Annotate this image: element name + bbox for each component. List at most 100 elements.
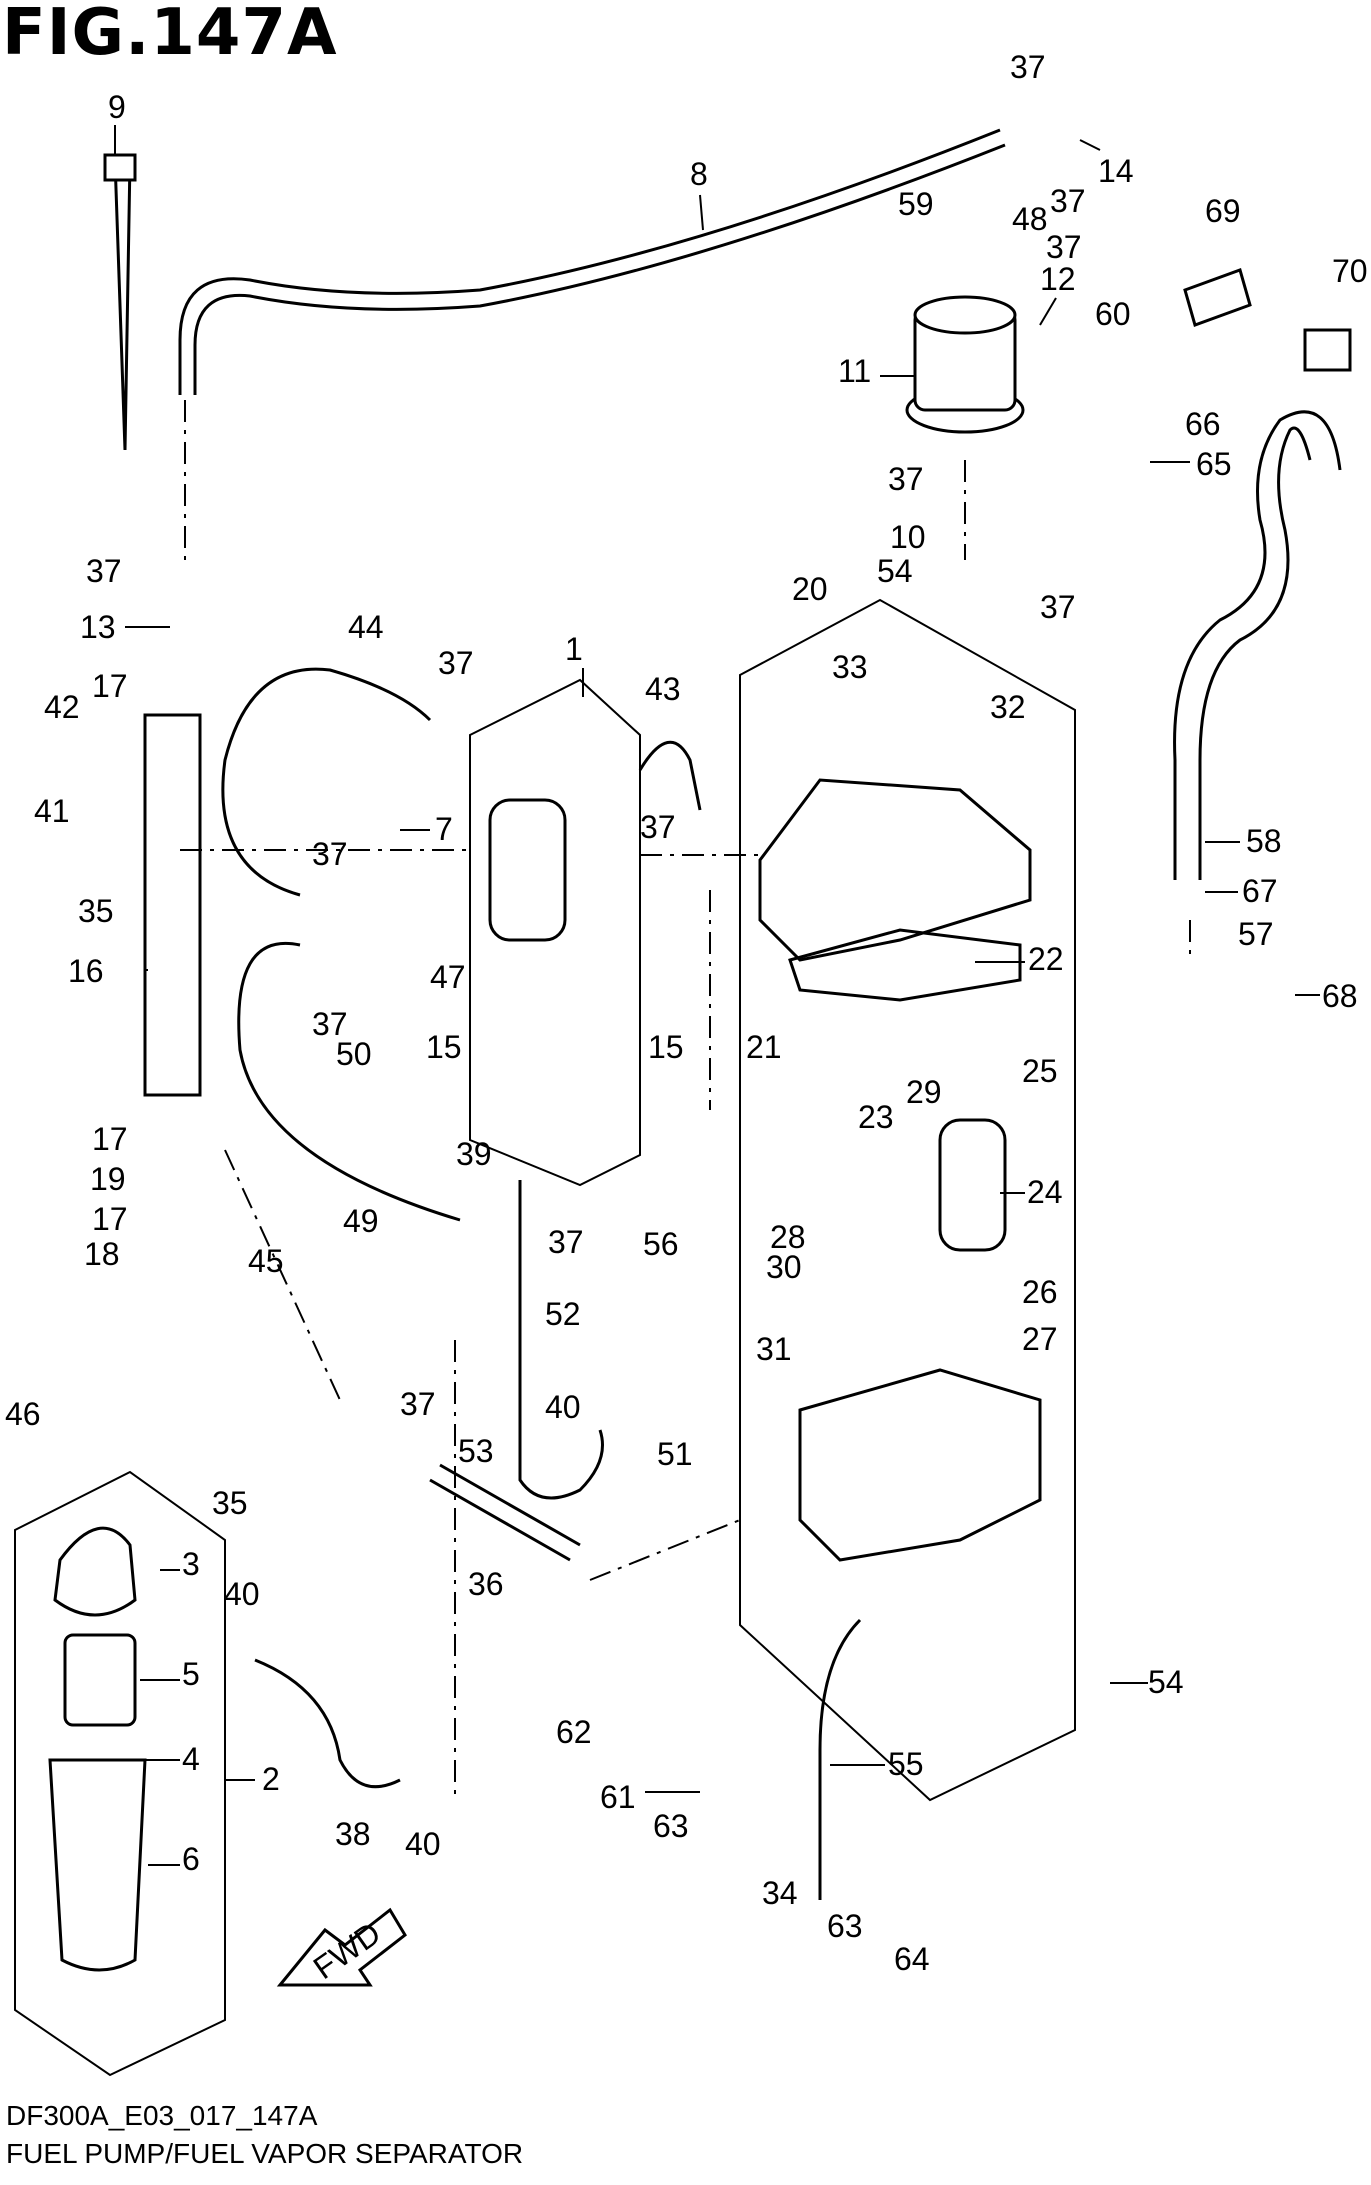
label-30: 30 <box>766 1249 802 1285</box>
gasket-22 <box>788 928 1022 1002</box>
hose-38 <box>254 1658 401 1789</box>
label-16: 16 <box>68 953 104 989</box>
part-labels: 1 2 3 4 5 6 7 8 9 10 11 12 13 14 15 15 1… <box>5 49 1368 1977</box>
label-70: 70 <box>1332 253 1368 289</box>
figure-title: FIG.147A <box>2 0 338 70</box>
label-50: 50 <box>336 1036 372 1072</box>
filter-assembly-box <box>14 1470 226 2077</box>
label-35a: 35 <box>78 893 114 929</box>
label-37l: 37 <box>400 1386 436 1422</box>
label-54b: 54 <box>1148 1664 1184 1700</box>
label-25: 25 <box>1022 1053 1058 1089</box>
label-42: 42 <box>44 689 80 725</box>
label-62: 62 <box>556 1714 592 1750</box>
label-40b: 40 <box>405 1826 441 1862</box>
label-65: 65 <box>1196 446 1232 482</box>
label-36: 36 <box>468 1566 504 1602</box>
label-21: 21 <box>746 1029 782 1065</box>
label-40a: 40 <box>224 1576 260 1612</box>
label-45: 45 <box>248 1243 284 1279</box>
label-37g: 37 <box>438 645 474 681</box>
label-33: 33 <box>832 649 868 685</box>
label-68: 68 <box>1322 978 1358 1014</box>
label-63a: 63 <box>653 1808 689 1844</box>
figure-caption: FUEL PUMP/FUEL VAPOR SEPARATOR <box>6 2138 524 2169</box>
connector-line-6 <box>589 1519 741 1581</box>
filter-head-3 <box>53 1526 137 1617</box>
label-57: 57 <box>1238 916 1274 952</box>
label-10: 10 <box>890 519 926 555</box>
fwd-arrow: FWD <box>276 1907 407 1987</box>
label-37h: 37 <box>312 836 348 872</box>
label-69: 69 <box>1205 193 1241 229</box>
cable-tie-9 <box>113 158 132 451</box>
hose-53 <box>518 1180 604 1500</box>
label-37d: 37 <box>888 461 924 497</box>
label-14: 14 <box>1098 153 1134 189</box>
label-12: 12 <box>1040 261 1076 297</box>
label-53: 53 <box>458 1433 494 1469</box>
label-37j: 37 <box>640 809 676 845</box>
label-18: 18 <box>84 1236 120 1272</box>
label-7: 7 <box>435 811 453 847</box>
label-40c: 40 <box>545 1389 581 1425</box>
label-60: 60 <box>1095 296 1131 332</box>
label-34: 34 <box>762 1875 798 1911</box>
bracket-16 <box>143 713 202 1097</box>
vapor-separator-box <box>739 598 1076 1802</box>
label-20: 20 <box>792 571 828 607</box>
label-41: 41 <box>34 793 70 829</box>
label-32: 32 <box>990 689 1026 725</box>
label-2: 2 <box>262 1761 280 1797</box>
label-6: 6 <box>182 1841 200 1877</box>
separator-head <box>758 778 1032 962</box>
label-44: 44 <box>348 609 384 645</box>
label-24: 24 <box>1027 1174 1063 1210</box>
label-46: 46 <box>5 1396 41 1432</box>
label-43: 43 <box>645 671 681 707</box>
label-31: 31 <box>756 1331 792 1367</box>
float-chamber <box>798 1368 1042 1562</box>
fuel-cooler-11-top <box>913 295 1017 335</box>
filter-cup-6 <box>48 1758 147 1972</box>
fwd-arrow-shape <box>276 1907 407 1987</box>
label-22: 22 <box>1028 941 1064 977</box>
figure-code: DF300A_E03_017_147A <box>6 2100 318 2131</box>
hose-58-inner <box>1198 426 1312 880</box>
label-9: 9 <box>108 89 126 125</box>
label-47: 47 <box>430 959 466 995</box>
label-52: 52 <box>545 1296 581 1332</box>
pump-assembly-box <box>469 678 641 1187</box>
label-64: 64 <box>894 1941 930 1977</box>
connector-line-4 <box>224 1149 341 1401</box>
hose-58 <box>1173 410 1342 880</box>
hose-8 <box>178 128 1001 395</box>
label-27: 27 <box>1022 1321 1058 1357</box>
label-66: 66 <box>1185 406 1221 442</box>
hose-36 <box>429 1478 571 1562</box>
label-37a: 37 <box>1010 49 1046 85</box>
label-63b: 63 <box>827 1908 863 1944</box>
label-5: 5 <box>182 1656 200 1692</box>
label-37f: 37 <box>86 553 122 589</box>
hose-36b <box>439 1463 581 1547</box>
label-35b: 35 <box>212 1485 248 1521</box>
label-38: 38 <box>335 1816 371 1852</box>
label-56: 56 <box>643 1226 679 1262</box>
hose-55 <box>818 1618 862 1900</box>
label-55: 55 <box>888 1746 924 1782</box>
label-23: 23 <box>858 1099 894 1135</box>
label-3: 3 <box>182 1546 200 1582</box>
label-37b: 37 <box>1050 183 1086 219</box>
label-13: 13 <box>80 609 116 645</box>
hose-8-inner <box>193 143 1006 395</box>
fuel-pump-1 <box>488 798 567 942</box>
label-39: 39 <box>456 1136 492 1172</box>
clip-69 <box>1183 268 1252 327</box>
label-1: 1 <box>565 631 583 667</box>
label-49: 49 <box>343 1203 379 1239</box>
label-37c: 37 <box>1046 229 1082 265</box>
label-37i: 37 <box>312 1006 348 1042</box>
